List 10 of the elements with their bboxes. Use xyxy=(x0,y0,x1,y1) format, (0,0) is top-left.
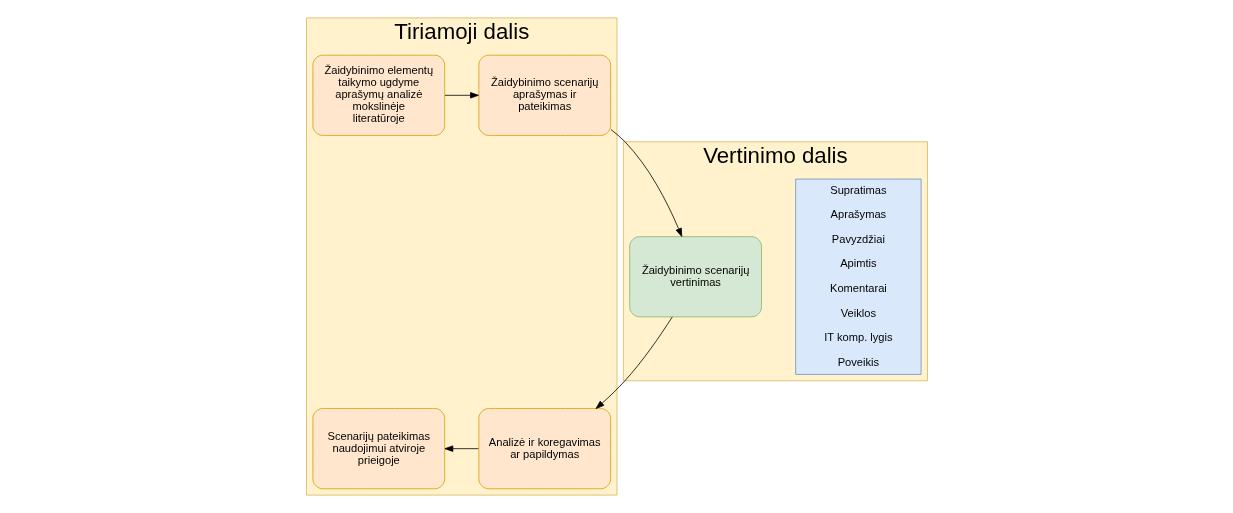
node-box: Analizė ir koregavimas ar papildymas xyxy=(477,408,611,490)
arrow xyxy=(444,445,479,452)
arrow xyxy=(444,92,479,99)
arrow xyxy=(595,316,673,409)
node-box: Žaidybinimo elementų taikymo ugdyme aprašymų analizė mokslinėje literatūroje xyxy=(312,54,445,136)
node-box: Žaidybinimo scenarijų aprašymas ir pateikimas xyxy=(477,54,611,136)
node-box: Scenarijų pateikimas naudojimui atviroje prieigoje xyxy=(312,408,445,490)
node-box: Žaidybinimo scenarijų vertinimas xyxy=(628,236,762,318)
node-box: Supratimas Aprašymas Pavyzdžiai Apimtis Komentarai Veiklos IT komp. lygis Poveikis xyxy=(794,178,921,375)
arrow xyxy=(610,129,682,237)
